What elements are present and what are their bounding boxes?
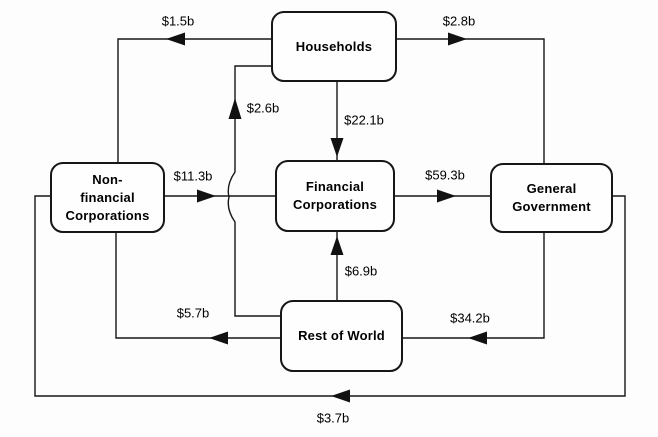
flow-amount-households-to-government: $2.8b [442, 13, 476, 29]
flow-line-restofworld-to-nonfinancial [115, 233, 280, 339]
arrowhead-up-icon [330, 236, 344, 255]
flow-amount-households-to-financial: $22.1b [344, 112, 384, 128]
flow-line-restofworld-to-households [227, 65, 280, 317]
arrowhead-left-icon [468, 331, 487, 345]
node-nonfinancial-corporations: Non- financial Corporations [50, 162, 165, 233]
flow-line-government-to-restofworld [403, 233, 545, 339]
flow-amount-restofworld-to-nonfinancial: $5.7b [176, 305, 210, 321]
node-financial-corporations: Financial Corporations [275, 160, 395, 232]
flow-amount-restofworld-to-households: $2.6b [246, 100, 280, 116]
arrowhead-right-icon [448, 32, 467, 46]
arrowhead-left-icon [331, 389, 350, 403]
arrowhead-right-icon [437, 189, 456, 203]
arrowhead-up-icon [228, 98, 242, 119]
arrowhead-left-icon [209, 331, 228, 345]
arrowhead-right-icon [197, 189, 216, 203]
flow-amount-nonfinancial-to-financial: $11.3b [173, 168, 213, 184]
flow-line-households-to-nonfinancial [117, 38, 271, 162]
flow-amount-restofworld-to-financial: $6.9b [344, 263, 378, 279]
flow-line-households-to-government [397, 38, 545, 163]
flow-amount-government-to-nonfinancial: $3.7b [316, 410, 350, 426]
arrowhead-left-icon [166, 32, 185, 46]
node-general-government: General Government [490, 163, 613, 233]
arrowhead-down-icon [330, 138, 344, 157]
flow-line-government-to-nonfinancial [34, 195, 626, 397]
flow-amount-financial-to-government: $59.3b [425, 167, 465, 183]
node-households: Households [271, 11, 397, 82]
node-rest-of-world: Rest of World [280, 300, 403, 372]
flow-amount-households-to-nonfinancial: $1.5b [161, 13, 195, 29]
flow-amount-government-to-restofworld: $34.2b [450, 310, 490, 326]
